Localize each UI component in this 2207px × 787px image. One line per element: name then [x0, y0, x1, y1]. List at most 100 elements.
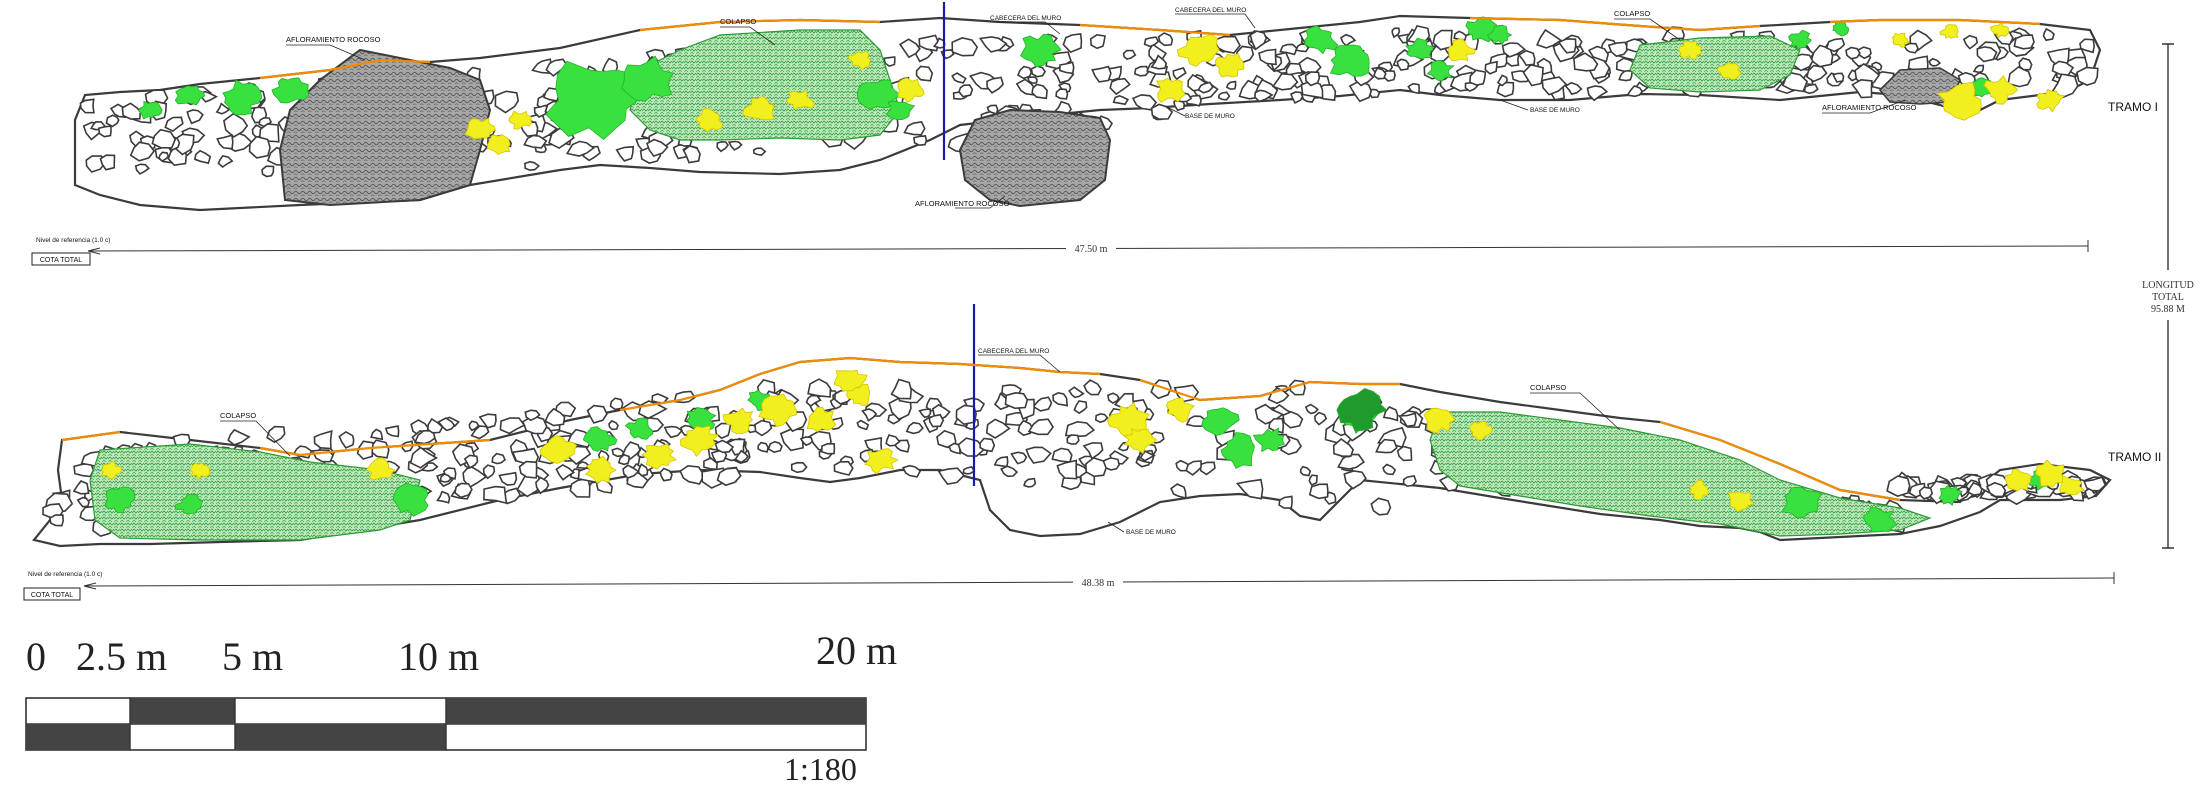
yellow-vegetation-patch: [1688, 479, 1709, 501]
stone: [807, 378, 832, 398]
stone: [1373, 67, 1387, 80]
stone: [1268, 417, 1285, 434]
total-length-bracket: LONGITUD TOTAL 95.88 M: [2142, 43, 2194, 549]
stone: [1030, 65, 1047, 78]
stone: [978, 36, 1008, 53]
stone: [1825, 37, 1846, 53]
stone: [49, 514, 65, 527]
stone: [2051, 60, 2075, 76]
scale-label-5: 5 m: [222, 634, 283, 679]
annotation-label: CABECERA DEL MURO: [978, 348, 1049, 355]
stone: [1304, 403, 1320, 415]
stone: [609, 397, 624, 411]
stone: [1217, 91, 1231, 101]
yellow-vegetation-patch: [1214, 53, 1245, 78]
yellow-vegetation-patch: [1936, 81, 1982, 121]
stone: [370, 428, 384, 441]
stone: [121, 102, 142, 120]
cota-total-box: [31, 252, 91, 266]
yellow-vegetation-patch: [806, 406, 837, 433]
stone: [682, 145, 701, 164]
stone: [1522, 63, 1544, 87]
stone: [754, 419, 773, 437]
stone: [898, 38, 921, 59]
tramo-label: TRAMO II: [2108, 450, 2161, 464]
yellow-vegetation-patch: [722, 407, 754, 435]
stone: [1407, 82, 1420, 95]
green-vegetation-patch: [1487, 24, 1513, 46]
reference-level-label: Nivel de referencia (1.0 c): [28, 571, 102, 578]
stone: [217, 155, 234, 169]
longitud-line-2: TOTAL: [2152, 292, 2184, 303]
stone: [1928, 57, 1942, 67]
stone: [622, 441, 642, 460]
stone: [258, 123, 280, 143]
stone: [1056, 459, 1078, 480]
stone: [1396, 58, 1410, 71]
yellow-vegetation-patch: [695, 107, 723, 133]
scale-label-10: 10 m: [398, 634, 479, 679]
stone: [799, 436, 814, 447]
yellow-vegetation-patch: [2036, 88, 2066, 113]
stone: [1557, 38, 1577, 54]
stone: [478, 413, 497, 429]
stone: [637, 463, 649, 477]
stone: [482, 464, 496, 480]
green-vegetation-patch: [1405, 37, 1434, 60]
green-vegetation-patch: [1329, 44, 1370, 77]
scale-segment: [446, 698, 866, 724]
stone: [1337, 453, 1366, 470]
stone: [1082, 442, 1104, 460]
stone: [223, 112, 249, 138]
yellow-vegetation-patch: [2059, 474, 2086, 496]
stone: [151, 128, 177, 149]
stone: [1004, 391, 1029, 410]
stone: [716, 467, 742, 487]
stone: [1057, 82, 1072, 94]
stone: [714, 439, 735, 454]
stone: [535, 476, 550, 495]
green-vegetation-patch: [1201, 407, 1240, 436]
stone: [518, 460, 538, 479]
annotation-label: CABECERA DEL MURO: [990, 15, 1061, 22]
stone: [646, 138, 669, 158]
stone: [1484, 60, 1498, 75]
stone: [356, 440, 374, 460]
stone: [679, 464, 705, 485]
stone: [1845, 46, 1861, 60]
stone: [1016, 65, 1033, 80]
stone: [913, 135, 928, 147]
stone: [483, 485, 508, 505]
stone: [1340, 33, 1357, 47]
green-vegetation-patch: [1220, 431, 1255, 469]
collapse-area: [89, 443, 421, 541]
stone: [1066, 434, 1080, 445]
stone: [1023, 477, 1037, 488]
green-vegetation-patch: [545, 60, 644, 141]
green-vegetation-patch: [624, 417, 654, 440]
scale-label-0: 0: [26, 634, 46, 679]
green-vegetation-patch: [1781, 486, 1823, 518]
stone: [757, 441, 769, 453]
stone: [586, 404, 608, 424]
stone: [1170, 483, 1187, 500]
yellow-vegetation-patch: [539, 435, 577, 464]
green-vegetation-patch: [271, 77, 310, 104]
stone: [1918, 486, 1934, 500]
green-vegetation-patch: [104, 486, 136, 514]
annotation-label: CABECERA DEL MURO: [1175, 7, 1246, 14]
stone: [1254, 89, 1274, 103]
stone: [575, 461, 590, 470]
annotation-colapso-t2-1: COLAPSO: [220, 411, 291, 457]
stone: [1289, 91, 1304, 104]
stone: [524, 160, 541, 172]
stone: [1536, 28, 1563, 49]
annotation-label: BASE DE MURO: [1185, 113, 1235, 120]
yellow-vegetation-patch: [100, 460, 123, 480]
yellow-vegetation-patch: [365, 457, 396, 481]
stone: [727, 140, 743, 151]
stone: [1308, 483, 1329, 500]
stone: [1109, 77, 1131, 96]
yellow-vegetation-patch: [742, 96, 776, 121]
